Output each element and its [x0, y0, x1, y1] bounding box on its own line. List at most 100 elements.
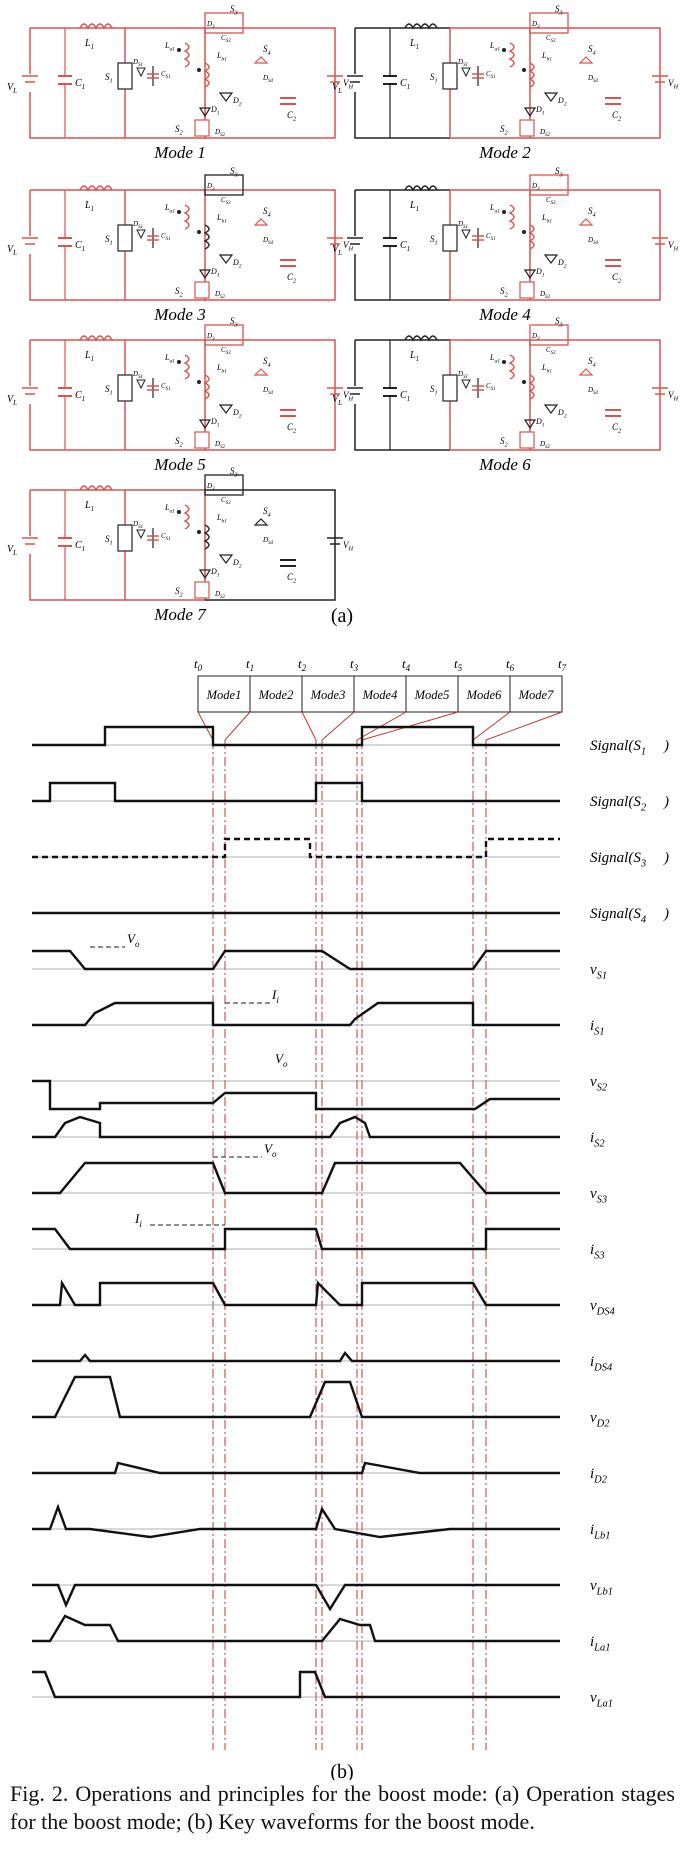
inductor-l1	[79, 185, 113, 192]
switch-s3	[529, 174, 569, 196]
label-d1: D1	[535, 105, 545, 116]
inductor-l1	[404, 335, 438, 342]
dot	[197, 230, 201, 234]
dot	[197, 380, 201, 384]
waveform-label-vD2: vD2	[590, 1410, 610, 1430]
label-c2: C2	[287, 422, 297, 435]
waveform-label-Signal(S3): Signal(S3	[590, 850, 646, 870]
wire	[354, 339, 450, 451]
dot	[502, 210, 506, 214]
mode-label: Mode 6	[478, 455, 531, 474]
label-la1: La1	[164, 353, 175, 364]
label-ds2: DS2	[214, 590, 226, 600]
svg-text:): )	[663, 738, 669, 754]
waveform-vS2	[32, 1079, 560, 1111]
svg-text:): )	[663, 794, 669, 810]
switch-s3	[529, 324, 569, 346]
mode-label: Mode 7	[153, 605, 207, 624]
label-la1: La1	[164, 503, 175, 514]
dot	[522, 68, 526, 72]
label-cs1: CS1	[161, 382, 171, 392]
waveform-iS1	[32, 1001, 560, 1027]
label-s3: S3	[230, 166, 238, 179]
switch-s3	[204, 174, 244, 196]
wire	[530, 189, 661, 301]
waveform-label-vS3: vS3	[590, 1186, 607, 1206]
label-vh: VH	[668, 390, 679, 403]
switch-s2	[194, 581, 210, 599]
inductor-lb1	[203, 62, 210, 88]
diode-ds1	[136, 229, 146, 240]
annotation-ii: Ii	[271, 987, 279, 1005]
circuit-mode-1: VLC1L1S1DS1CS1La1Lb1S3D3CS3S4DS4C2D2D1S2…	[7, 4, 354, 162]
dot	[197, 68, 201, 72]
label-s2: S2	[500, 124, 509, 137]
figure-canvas: VLC1L1S1DS1CS1La1Lb1S3D3CS3S4DS4C2D2D1S2…	[7, 4, 679, 1780]
label-ds3: D3	[206, 182, 215, 192]
label-ds4: DS4	[587, 74, 599, 84]
inductor-la1	[508, 354, 515, 380]
label-d2: D2	[557, 96, 567, 107]
diode-ds4	[253, 56, 269, 64]
time-label-t3: t3	[350, 656, 359, 673]
inductor-l1	[404, 185, 438, 192]
label-cs1: CS1	[486, 232, 496, 242]
label-s3: S3	[555, 4, 563, 17]
label-ds4: DS4	[587, 386, 599, 396]
waveform-Signal(S3)	[32, 837, 560, 859]
waveform-vLa1	[32, 1670, 560, 1699]
label-c1: C1	[400, 78, 410, 91]
waveform-label-vLa1: vLa1	[590, 1690, 613, 1710]
label-s4: S4	[588, 44, 596, 57]
diode-d1	[198, 569, 212, 580]
label-lb1: Lb1	[541, 51, 552, 62]
label-c1: C1	[75, 240, 85, 253]
waveform-label-vDS4: vDS4	[590, 1298, 616, 1318]
switch-s1	[442, 374, 458, 402]
mode-label: Mode 5	[153, 455, 205, 474]
label-ds4: DS4	[262, 536, 274, 546]
label-s2: S2	[175, 124, 184, 137]
diode-d2	[218, 554, 234, 564]
label-ds3: D3	[206, 332, 215, 342]
waveform-vS1	[32, 949, 560, 971]
timeline-mode-Mode3: Mode3	[310, 688, 346, 702]
label-c2: C2	[287, 572, 297, 585]
wire	[29, 339, 125, 451]
part-b-label: (b)	[330, 1761, 353, 1780]
label-c1: C1	[400, 390, 410, 403]
diode-d1	[523, 269, 537, 280]
switch-s3	[529, 12, 569, 34]
mode-label: Mode 4	[478, 305, 531, 324]
waveform-vD2	[32, 1375, 560, 1419]
switch-s2	[519, 281, 535, 299]
timeline-box-Mode4	[353, 675, 407, 713]
inductor-lb1	[203, 224, 210, 250]
label-lb1: Lb1	[216, 51, 227, 62]
timeline-mode-Mode4: Mode4	[362, 688, 398, 702]
label-vh: VH	[668, 78, 679, 91]
timeline-connector	[485, 711, 563, 741]
label-ds4: DS4	[587, 236, 599, 246]
dot	[177, 48, 181, 52]
waveform-vS3	[32, 1161, 560, 1195]
inductor-la1	[183, 42, 190, 68]
label-s2: S2	[175, 436, 184, 449]
wire	[29, 27, 125, 139]
label-lb1: Lb1	[216, 363, 227, 374]
waveform-label-iLa1: iLa1	[590, 1634, 611, 1654]
label-s1: S1	[430, 234, 438, 247]
diode-d1	[523, 107, 537, 118]
diode-ds1	[461, 229, 471, 240]
label-d1: D1	[210, 417, 220, 428]
dot	[522, 380, 526, 384]
waveform-label-Signal(S1): Signal(S1	[590, 738, 646, 758]
timeline-mode-Mode5: Mode5	[414, 688, 450, 702]
waveform-iLa1	[32, 1614, 560, 1643]
label-d2: D2	[557, 408, 567, 419]
time-label-t4: t4	[402, 656, 411, 673]
inductor-la1	[508, 42, 515, 68]
label-s3: S3	[230, 4, 238, 17]
label-vh: VH	[343, 390, 354, 403]
